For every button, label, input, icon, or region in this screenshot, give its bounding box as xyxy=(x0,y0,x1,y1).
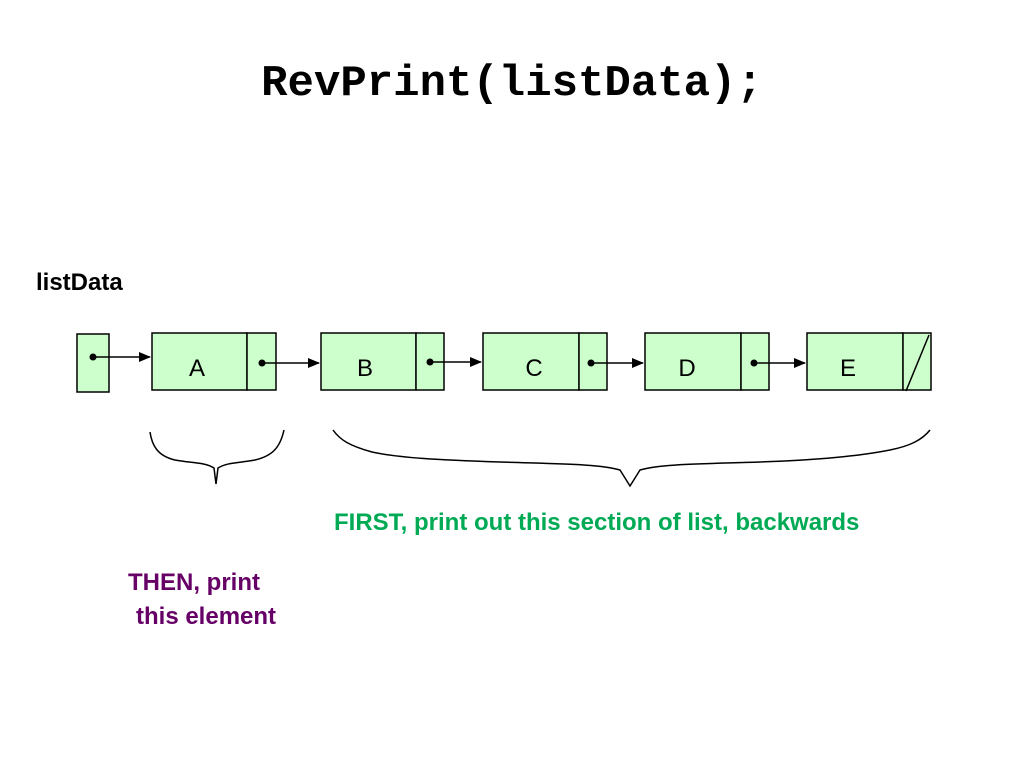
list-node-c: C xyxy=(482,332,644,391)
node-a-info-cell xyxy=(151,332,248,391)
first-annotation: FIRST, print out this section of list, b… xyxy=(334,509,860,536)
node-a-label: A xyxy=(189,355,205,382)
list-node-a: A xyxy=(151,332,320,391)
node-d-info-cell xyxy=(644,332,742,391)
null-pointer-slash xyxy=(905,334,930,392)
head-pointer-box xyxy=(76,333,151,393)
node-c-label: C xyxy=(525,355,542,382)
list-node-e: E xyxy=(806,332,932,392)
node-d-label: D xyxy=(678,355,695,382)
then-annotation-line1: THEN, print xyxy=(128,569,260,596)
head-pointer-rect xyxy=(76,333,110,393)
list-node-b: B xyxy=(320,332,482,391)
node-b-info-cell xyxy=(320,332,417,391)
then-annotation: THEN, print this element xyxy=(128,566,276,634)
brace-first-section xyxy=(332,429,931,488)
then-annotation-line2: this element xyxy=(136,603,277,630)
list-pointer-label: listData xyxy=(36,269,123,296)
list-node-d: D xyxy=(644,332,806,391)
slide-title: RevPrint(listData); xyxy=(261,59,763,109)
node-b-label: B xyxy=(357,355,373,382)
node-e-label: E xyxy=(840,355,856,382)
brace-then-element xyxy=(149,429,285,485)
